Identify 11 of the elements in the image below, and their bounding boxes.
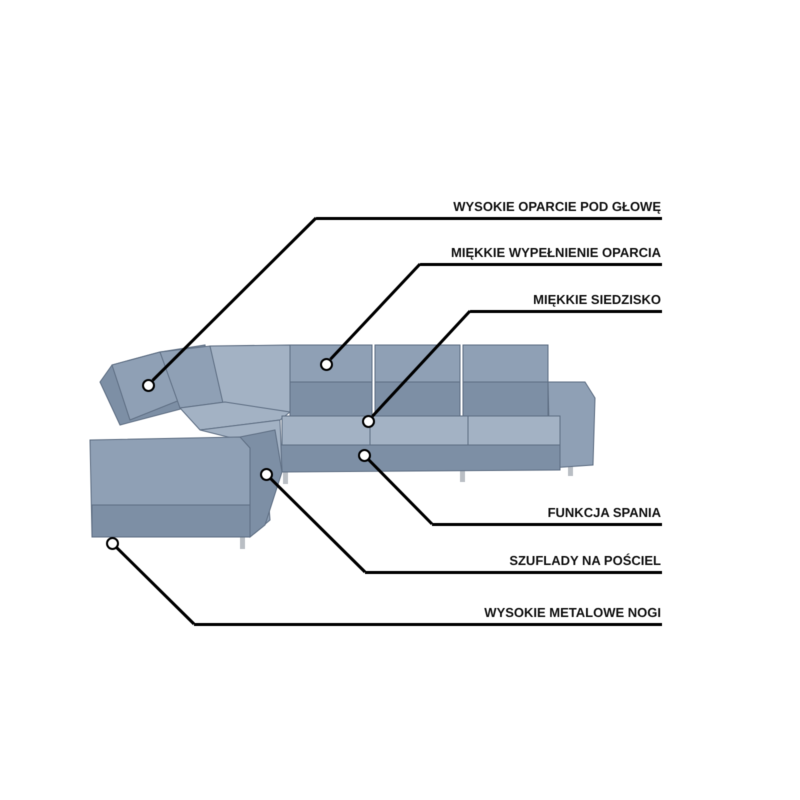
- callout-dot: [106, 536, 118, 550]
- callout-label: SZUFLADY NA POŚCIEL: [365, 551, 662, 574]
- callout-label: WYSOKIE METALOWE NOGI: [194, 603, 662, 626]
- leader-line: [270, 478, 366, 574]
- leader-line: [152, 216, 318, 382]
- callout-label: FUNKCJA SPANIA: [432, 503, 662, 526]
- callout-label: MIĘKKIE WYPEŁNIENIE OPARCIA: [420, 243, 662, 266]
- callout-label: MIĘKKIE SIEDZISKO: [470, 290, 662, 313]
- leader-line: [116, 546, 196, 626]
- leader-line: [371, 310, 472, 418]
- callout-label: WYSOKIE OPARCIE POD GŁOWĘ: [316, 197, 662, 220]
